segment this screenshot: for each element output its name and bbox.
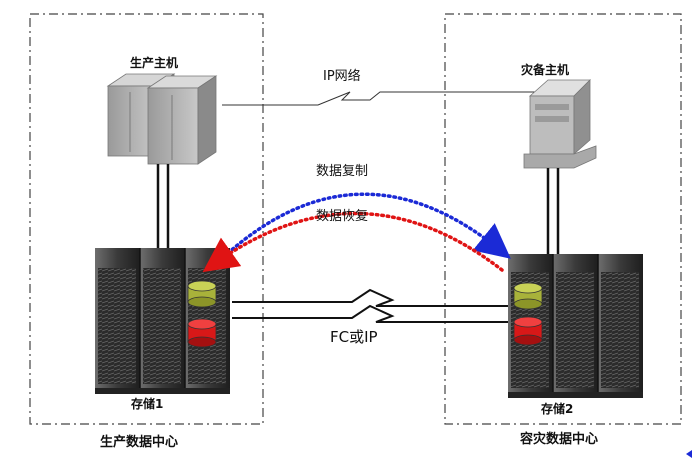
storage-1-olive-disk-icon bbox=[187, 280, 217, 308]
storage-2-red-disk-icon bbox=[513, 316, 543, 346]
disaster-host-icon bbox=[523, 79, 597, 169]
disaster-host-label: 灾备主机 bbox=[521, 63, 570, 77]
fc-ip-link-upper bbox=[232, 288, 508, 307]
disaster-site-title: 容灾数据中心 bbox=[520, 432, 599, 447]
corner-mark-icon bbox=[686, 450, 692, 458]
ip-network-label: IP网络 bbox=[323, 69, 361, 84]
storage-1-label: 存储1 bbox=[131, 397, 164, 411]
disaster-site-boundary bbox=[444, 13, 682, 425]
storage-1-red-disk-icon bbox=[187, 318, 217, 348]
storage-2-label: 存储2 bbox=[541, 402, 574, 416]
recovery-arrow bbox=[202, 211, 504, 273]
fc-ip-label: FC或IP bbox=[330, 328, 378, 346]
replication-label: 数据复制 bbox=[316, 164, 369, 179]
recovery-label: 数据恢复 bbox=[316, 209, 369, 224]
ip-network-line bbox=[222, 91, 560, 106]
storage-2-olive-disk-icon bbox=[513, 282, 543, 310]
fc-ip-link-lower bbox=[232, 304, 508, 323]
production-host-icon bbox=[106, 73, 218, 165]
production-host-label: 生产主机 bbox=[130, 56, 179, 70]
production-site-title: 生产数据中心 bbox=[100, 435, 179, 450]
production-site-boundary bbox=[29, 13, 264, 425]
replication-arrow bbox=[210, 192, 511, 270]
